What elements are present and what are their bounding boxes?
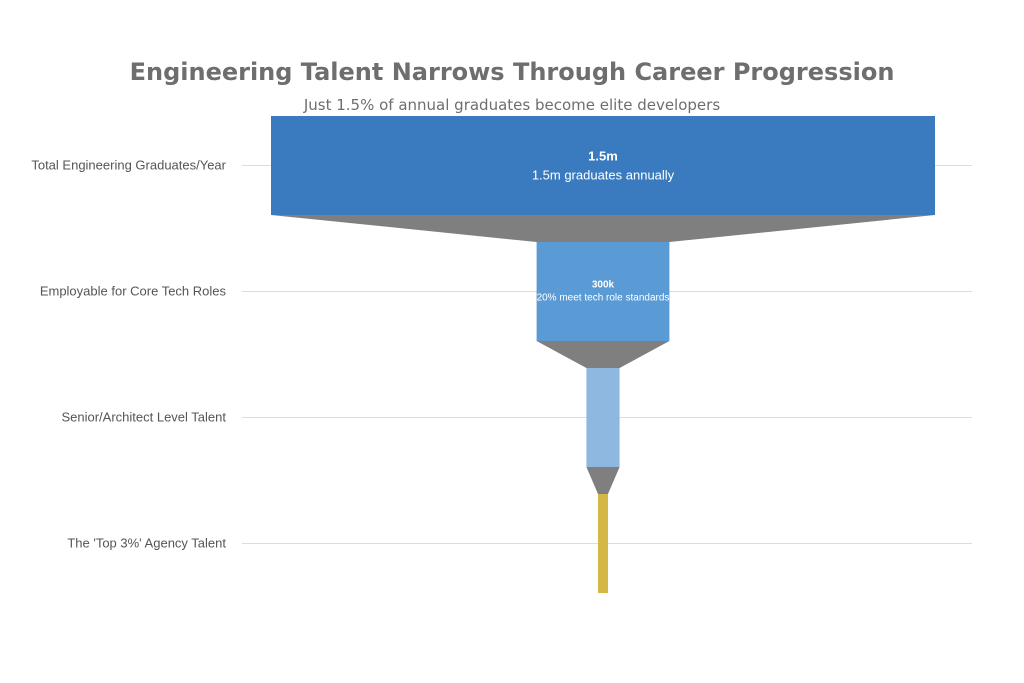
funnel-connector xyxy=(271,215,935,242)
funnel-bar xyxy=(271,116,935,215)
chart-title: Engineering Talent Narrows Through Caree… xyxy=(130,58,895,86)
stage-connectors xyxy=(271,215,935,494)
funnel-bar xyxy=(536,242,670,341)
chart-subtitle: Just 1.5% of annual graduates become eli… xyxy=(303,96,720,114)
bar-note-label: 20% meet tech role standards xyxy=(537,293,670,304)
funnel-bar xyxy=(586,368,620,467)
bar-value-label: 300k xyxy=(592,280,615,291)
funnel-bars: 1.5m 1.5m graduates annually 300k 20% meet … xyxy=(271,116,935,593)
category-label: The 'Top 3%' Agency Talent xyxy=(67,536,226,551)
bar-note-label: 1.5m graduates annually xyxy=(532,168,675,183)
funnel-connector xyxy=(586,467,620,494)
category-label: Total Engineering Graduates/Year xyxy=(31,158,226,173)
funnel-bar xyxy=(598,494,608,593)
category-label: Employable for Core Tech Roles xyxy=(40,284,227,299)
funnel-connector xyxy=(536,341,670,368)
bar-value-label: 1.5m xyxy=(588,149,618,164)
category-label: Senior/Architect Level Talent xyxy=(61,410,226,425)
category-labels: Total Engineering Graduates/YearEmployab… xyxy=(31,158,226,551)
